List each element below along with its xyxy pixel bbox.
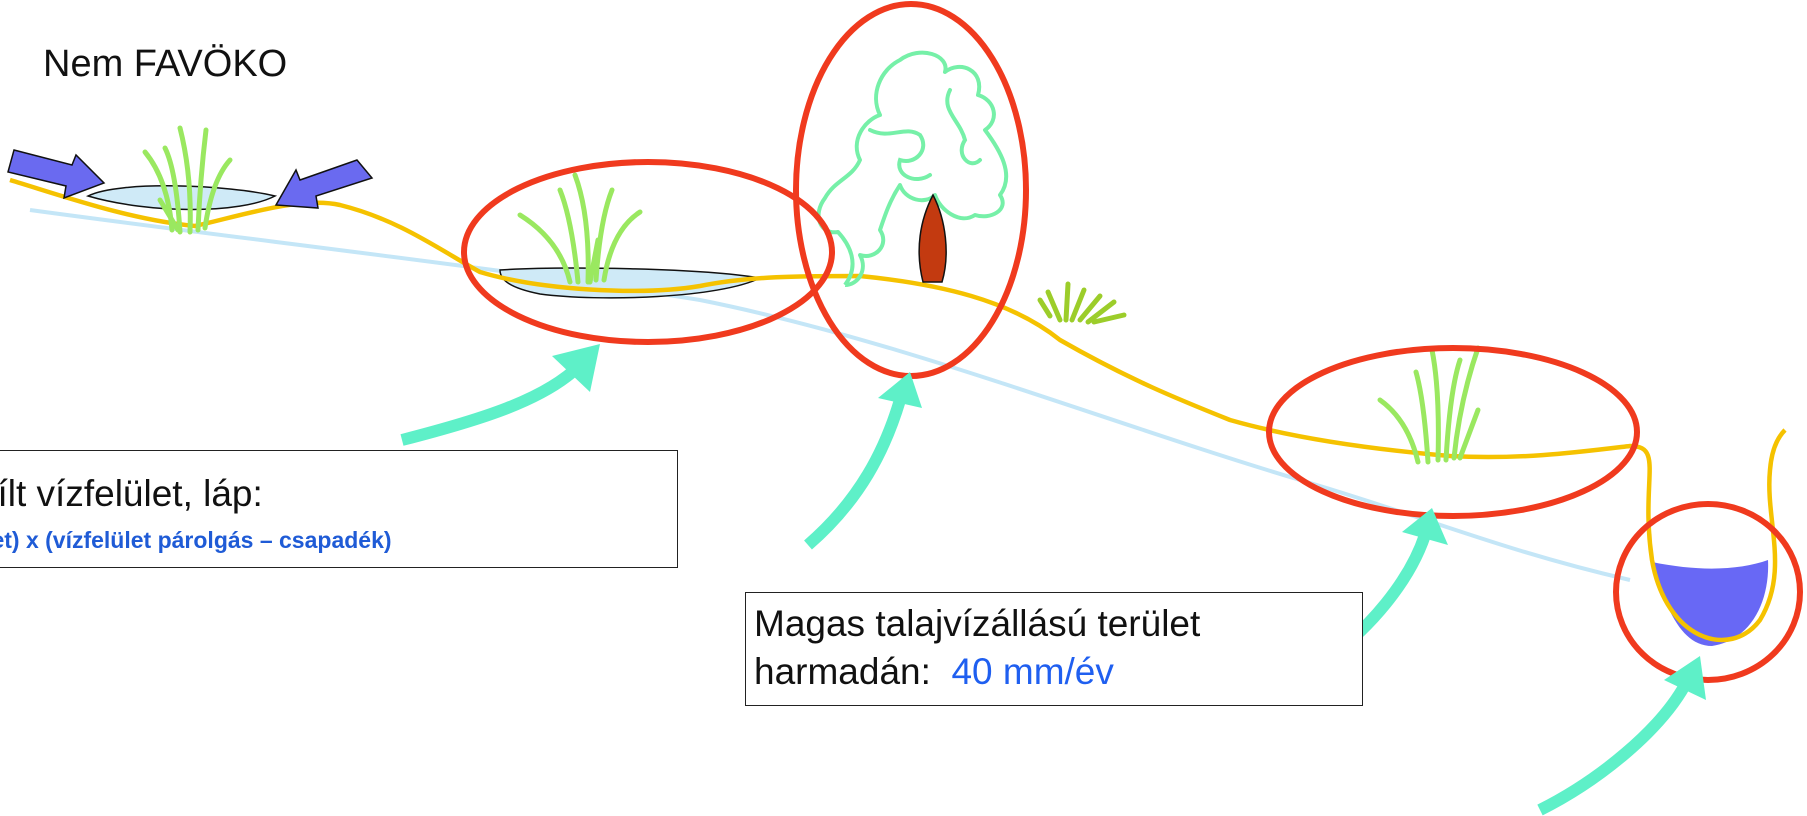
grass-tuft-small — [1037, 281, 1127, 325]
terrain-line — [9, 177, 1787, 643]
open-water-label-box: yílt vízfelület, láp: ület) x (vízfelüle… — [0, 450, 678, 568]
open-water-label-line1: yílt vízfelület, láp: — [0, 473, 263, 514]
high-groundwater-label-line2: harmadán: 40 mm/év — [754, 651, 1114, 693]
grass-tuft-1 — [142, 125, 233, 235]
inflow-arrow-left — [7, 149, 106, 200]
inflow-arrow-right — [274, 159, 374, 209]
shrub-crown-inner — [868, 88, 982, 181]
high-groundwater-label-box: Magas talajvízállású terület harmadán: 4… — [745, 592, 1363, 706]
highlight-ellipse-groundwater — [1266, 345, 1640, 519]
water-patch-left — [85, 185, 278, 211]
pointer-arrow-pond — [1537, 656, 1706, 816]
diagram-title: Nem FAVÖKO — [43, 43, 288, 85]
pointer-arrow-shrub — [804, 372, 922, 550]
open-water-formula: ület) x (vízfelület párolgás – csapadék) — [0, 527, 392, 553]
grass-tuft-2 — [517, 172, 643, 285]
high-groundwater-label-line1: Magas talajvízállású terület — [754, 603, 1201, 644]
highlight-ellipse-open-water — [461, 159, 835, 345]
high-groundwater-label-prefix: harmadán: — [754, 651, 931, 692]
high-groundwater-value: 40 mm/év — [951, 651, 1114, 692]
water-patch-middle — [499, 267, 763, 299]
tree-trunk — [918, 193, 947, 283]
grass-tuft-3 — [1377, 345, 1481, 465]
pointer-arrow-open-water — [400, 344, 600, 446]
shrub-crown — [816, 50, 1009, 287]
highlight-ellipse-pond — [1613, 501, 1803, 683]
